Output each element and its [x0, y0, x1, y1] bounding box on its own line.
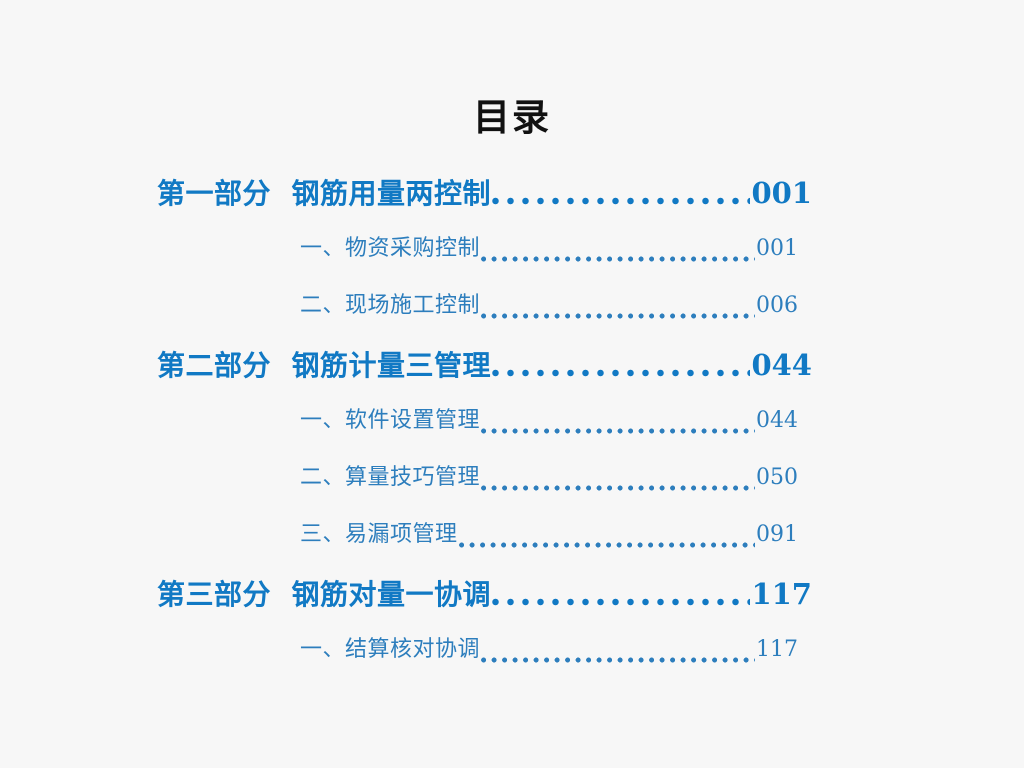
dot-leader: [492, 588, 750, 616]
toc-entry-part-2[interactable]: 第二部分 钢筋计量三管理 044: [0, 344, 1024, 402]
toc-entry-label: 一、物资采购控制: [300, 236, 481, 261]
toc-entry-part-3-sub-1[interactable]: 一、结算核对协调 117: [0, 631, 1024, 688]
toc-entry-page-number: 001: [751, 176, 812, 210]
dot-leader: [481, 305, 755, 327]
toc-entry-label: 二、现场施工控制: [300, 293, 481, 318]
toc-entry-label: 第三部分 钢筋对量一协调: [157, 578, 491, 611]
toc-entry-page-number: 044: [751, 348, 812, 382]
dot-leader: [481, 649, 755, 671]
toc-entry-label: 二、算量技巧管理: [300, 465, 481, 490]
toc-entry-page-number: 006: [756, 293, 798, 318]
toc-entry-part-1-sub-1[interactable]: 一、物资采购控制 001: [0, 230, 1024, 287]
page-title: 目录: [473, 96, 551, 139]
toc-entry-part-2-sub-3[interactable]: 三、易漏项管理 091: [0, 516, 1024, 573]
toc-entry-label: 第二部分 钢筋计量三管理: [157, 349, 491, 382]
toc-entry-label: 第一部分 钢筋用量两控制: [157, 177, 491, 210]
toc-entry-part-2-sub-2[interactable]: 二、算量技巧管理 050: [0, 459, 1024, 516]
toc-entry-part-2-sub-1[interactable]: 一、软件设置管理 044: [0, 402, 1024, 459]
toc-entry-part-1-sub-2[interactable]: 二、现场施工控制 006: [0, 287, 1024, 344]
toc-entry-page-number: 091: [756, 522, 798, 547]
toc-list: 第一部分 钢筋用量两控制 001 一、物资采购控制 001 二、现场施工控制 0…: [0, 172, 1024, 688]
dot-leader: [481, 477, 755, 499]
toc-entry-part-1[interactable]: 第一部分 钢筋用量两控制 001: [0, 172, 1024, 230]
toc-entry-page-number: 050: [756, 465, 798, 490]
toc-entry-page-number: 044: [756, 408, 798, 433]
dot-leader: [481, 248, 755, 270]
dot-leader: [492, 359, 750, 387]
toc-entry-page-number: 117: [756, 637, 798, 662]
toc-entry-page-number: 117: [751, 577, 812, 611]
toc-entry-label: 一、软件设置管理: [300, 408, 481, 433]
toc-entry-label: 三、易漏项管理: [300, 522, 458, 547]
toc-entry-page-number: 001: [756, 236, 798, 261]
dot-leader: [492, 187, 750, 215]
toc-entry-part-3[interactable]: 第三部分 钢筋对量一协调 117: [0, 573, 1024, 631]
toc-entry-label: 一、结算核对协调: [300, 637, 481, 662]
dot-leader: [481, 420, 755, 442]
dot-leader: [459, 534, 755, 556]
